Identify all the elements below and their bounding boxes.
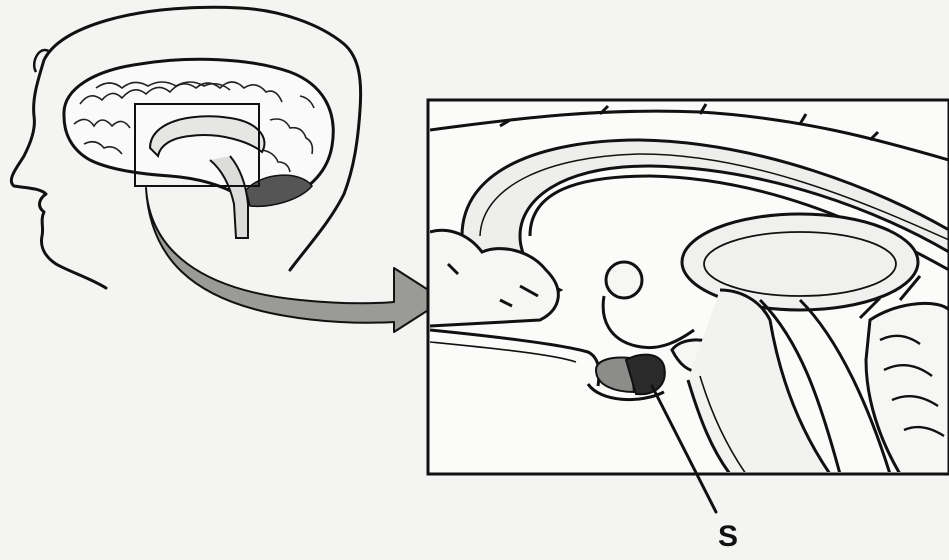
callout-label-s: S [718, 522, 738, 552]
anterior-commissure [606, 262, 642, 298]
zoom-arrow [146, 188, 444, 332]
